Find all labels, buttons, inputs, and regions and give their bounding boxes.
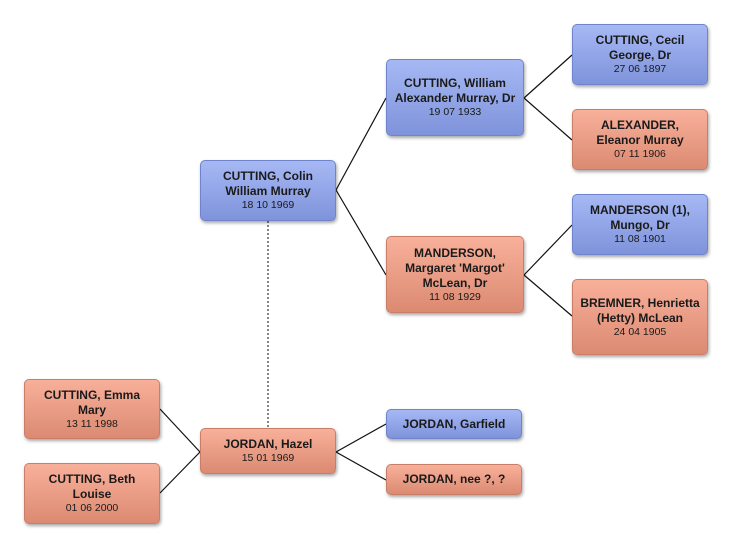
connector-hazel-nee [335,451,387,481]
person-name: CUTTING, Emma Mary [43,387,140,417]
person-card-colin[interactable]: CUTTING, Colin William Murray 18 10 1969 [200,160,336,221]
person-card-garfield[interactable]: JORDAN, Garfield [386,409,522,439]
person-card-william[interactable]: CUTTING, William Alexander Murray, Dr 19… [386,59,524,136]
connector-colin-william [335,97,387,191]
person-card-henrietta[interactable]: BREMNER, Henrietta (Hetty) McLean 24 04 … [572,279,708,355]
person-name: MANDERSON, Margaret 'Margot' McLean, Dr [405,245,505,290]
person-name: ALEXANDER, Eleanor Murray [596,118,684,147]
person-name: CUTTING, Colin William Murray [223,169,313,198]
person-date: 13 11 1998 [66,417,118,430]
person-card-emma[interactable]: CUTTING, Emma Mary 13 11 1998 [24,379,160,439]
connector-william-cecil [523,54,573,99]
connector-william-eleanor [523,97,573,141]
person-date: 15 01 1969 [241,452,295,464]
person-name: CUTTING, Beth Louise [48,472,136,501]
connector-beth-hazel [159,451,201,494]
person-card-hazel[interactable]: JORDAN, Hazel 15 01 1969 [200,428,336,474]
person-card-mungo[interactable]: MANDERSON (1), Mungo, Dr 11 08 1901 [572,194,708,255]
person-name: MANDERSON (1), Mungo, Dr [589,203,690,232]
connector-emma-hazel [159,408,201,453]
person-date: 07 11 1906 [614,148,666,160]
connector-margaret-mungo [523,224,573,276]
person-name: JORDAN, Hazel [223,437,313,451]
person-date: 11 08 1929 [429,290,481,303]
person-date: 18 10 1969 [241,199,295,211]
person-card-jordan-nee[interactable]: JORDAN, nee ?, ? [386,464,522,495]
connector-hazel-garfield [335,423,387,453]
person-name: CUTTING, Cecil George, Dr [595,33,685,62]
person-name: JORDAN, nee ?, ? [402,472,506,486]
person-card-margaret[interactable]: MANDERSON, Margaret 'Margot' McLean, Dr … [386,236,524,313]
person-name: CUTTING, William Alexander Murray, Dr [394,76,516,105]
person-date: 01 06 2000 [65,502,119,514]
person-date: 19 07 1933 [428,106,482,118]
person-card-beth[interactable]: CUTTING, Beth Louise 01 06 2000 [24,463,160,524]
person-card-eleanor[interactable]: ALEXANDER, Eleanor Murray 07 11 1906 [572,109,708,170]
person-name: JORDAN, Garfield [402,416,506,431]
person-name: BREMNER, Henrietta (Hetty) McLean [580,295,700,325]
person-date: 11 08 1901 [614,233,666,245]
connector-colin-margaret [335,189,387,276]
person-card-cecil[interactable]: CUTTING, Cecil George, Dr 27 06 1897 [572,24,708,85]
person-date: 24 04 1905 [613,325,667,338]
person-date: 27 06 1897 [613,63,667,75]
connector-margaret-henrietta [523,274,573,317]
